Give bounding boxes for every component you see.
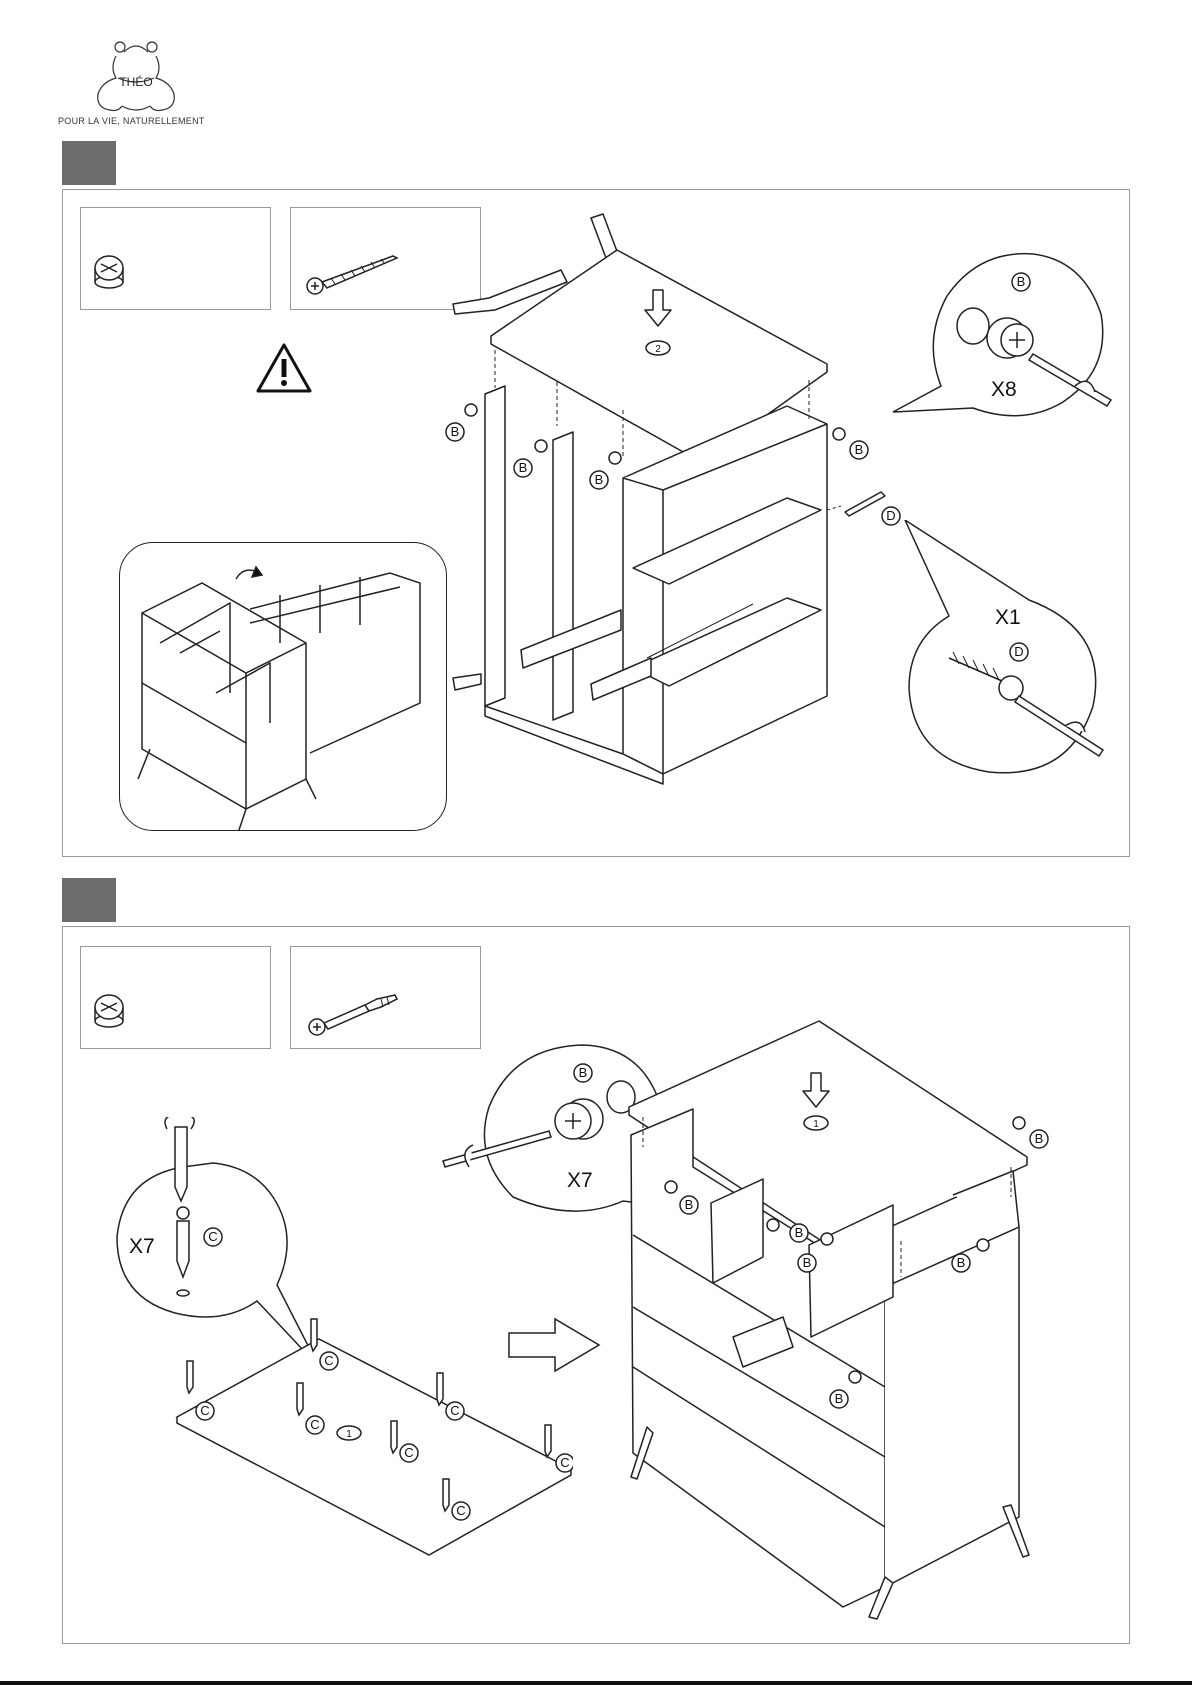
cam-lock-icon [81, 947, 270, 1048]
logo-text: THÉO [119, 74, 152, 89]
step-1-tab [62, 141, 116, 185]
hardware-label: B [451, 424, 460, 439]
step-2-panel: B X7 C X7 [62, 926, 1130, 1644]
step-1-panel-number: 2 [655, 344, 661, 355]
hardware-label: B [795, 1225, 804, 1240]
hardware-label: B [519, 460, 528, 475]
inset-assembled-view [119, 542, 447, 831]
part-box-cam-lock [80, 207, 271, 310]
callout-part-label: B [1017, 274, 1026, 289]
hardware-label: B [855, 442, 864, 457]
step-2-cabinet-panel-number: 1 [813, 1119, 819, 1130]
step-2-cabinet-assembly: 1 B B B B B B [623, 1007, 1103, 1627]
hardware-label: B [803, 1255, 812, 1270]
callout-screw-detail: D X1 [889, 520, 1129, 820]
callout-quantity: X7 [567, 1169, 593, 1192]
hardware-label: B [595, 472, 604, 487]
hardware-label: C [456, 1503, 465, 1518]
part-box-cam-lock [80, 946, 271, 1049]
hardware-label: B [957, 1255, 966, 1270]
hardware-label: B [1035, 1131, 1044, 1146]
hardware-label: C [324, 1353, 333, 1368]
callout-part-label: B [579, 1065, 588, 1080]
step-1-panel: 2 B B B B D B X8 [62, 189, 1130, 857]
assembled-chest-illustration [120, 543, 446, 830]
hardware-label: B [685, 1197, 694, 1212]
hardware-label: C [200, 1403, 209, 1418]
callout-part-label: C [208, 1229, 217, 1244]
cam-lock-icon [81, 208, 270, 309]
hardware-label: C [560, 1455, 569, 1470]
step-2-tab [62, 878, 116, 922]
hardware-label: C [450, 1403, 459, 1418]
callout-quantity: X1 [995, 606, 1021, 629]
hardware-label: C [310, 1417, 319, 1432]
callout-quantity: X8 [991, 378, 1017, 401]
hardware-label: C [404, 1445, 413, 1460]
hardware-label: B [835, 1391, 844, 1406]
page-bottom-rule [0, 1681, 1192, 1685]
brand-tagline: POUR LA VIE, NATURELLEMENT [58, 116, 205, 126]
right-arrow-icon [507, 1317, 603, 1373]
callout-cam-lock-detail: B X8 [883, 230, 1123, 440]
warning-icon [255, 342, 313, 394]
callout-quantity: X7 [129, 1235, 155, 1258]
step-2-panel-number: 1 [346, 1429, 352, 1440]
callout-part-label: D [1014, 644, 1023, 659]
